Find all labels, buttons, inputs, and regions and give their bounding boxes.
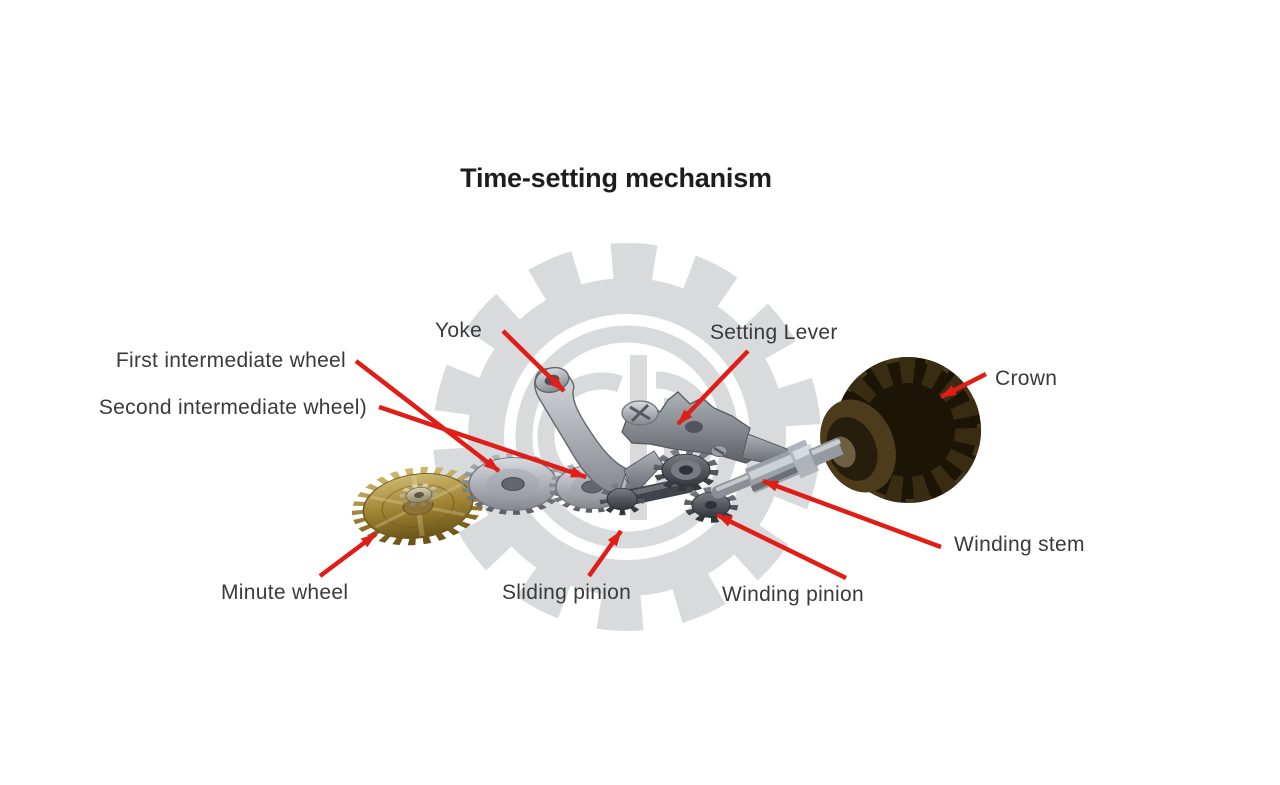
arrow-sliding-pinion — [587, 529, 623, 578]
label-first-intermediate-wheel: First intermediate wheel — [115, 349, 346, 372]
label-winding-stem: Winding stem — [954, 533, 1085, 556]
label-yoke: Yoke — [435, 319, 483, 342]
label-second-intermediate-wheel: Second intermediate wheel) — [98, 396, 367, 419]
winding-pinion-gear — [684, 487, 738, 523]
arrow-yoke — [501, 329, 566, 393]
label-crown: Crown — [995, 367, 1058, 390]
callout-arrows — [318, 329, 988, 581]
arrow-winding-pinion — [716, 512, 847, 581]
arrow-winding-stem — [762, 478, 942, 550]
label-setting-lever: Setting Lever — [710, 321, 838, 344]
arrow-minute-wheel — [318, 532, 378, 578]
label-minute-wheel: Minute wheel — [221, 581, 349, 604]
label-winding-pinion: Winding pinion — [722, 583, 864, 606]
page-title: Time-setting mechanism — [460, 163, 772, 193]
winding-stem-shaft — [711, 437, 844, 499]
crown-knob — [820, 357, 981, 503]
arrow-second-intermediate-wheel — [378, 404, 587, 480]
arrow-crown — [939, 371, 988, 400]
watermark-gear-rim — [468, 278, 786, 596]
sliding-pinion-gear — [653, 448, 719, 492]
arrow-setting-lever — [676, 349, 750, 426]
arrow-first-intermediate-wheel — [354, 359, 501, 473]
setting-lever-hole — [685, 421, 703, 433]
minute-wheel-pinion — [399, 483, 439, 507]
label-sliding-pinion: Sliding pinion — [502, 581, 632, 604]
minute-wheel-gear — [351, 466, 485, 546]
